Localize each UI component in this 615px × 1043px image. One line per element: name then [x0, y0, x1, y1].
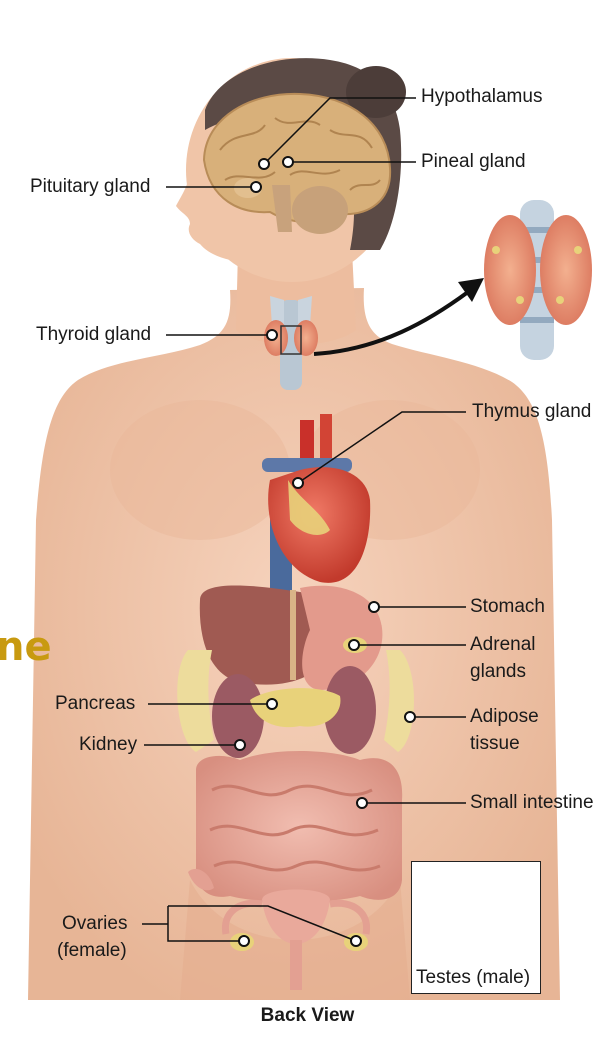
label-adrenal-line1: Adrenal — [470, 633, 536, 657]
label-ovaries-line1: Ovaries — [62, 912, 127, 936]
thyroid-zoom — [484, 200, 592, 360]
label-pancreas: Pancreas — [55, 692, 135, 716]
cropped-title-fragment: ne — [0, 624, 52, 670]
label-thymus-gland: Thymus gland — [472, 400, 591, 424]
caption-back-view: Back View — [0, 1005, 615, 1027]
label-small-intestine: Small intestine — [470, 791, 594, 815]
label-adipose-line1: Adipose — [470, 705, 539, 729]
label-adipose-line2: tissue — [470, 732, 520, 756]
label-adrenal-line2: glands — [470, 660, 526, 684]
label-hypothalamus: Hypothalamus — [421, 85, 542, 109]
intestines — [196, 751, 402, 902]
label-thyroid-gland: Thyroid gland — [36, 323, 151, 347]
label-testes: Testes (male) — [416, 966, 530, 990]
label-ovaries-line2: (female) — [57, 939, 127, 963]
label-kidney: Kidney — [79, 733, 137, 757]
label-stomach: Stomach — [470, 595, 545, 619]
label-pineal-gland: Pineal gland — [421, 150, 526, 174]
label-pituitary-gland: Pituitary gland — [30, 175, 150, 199]
